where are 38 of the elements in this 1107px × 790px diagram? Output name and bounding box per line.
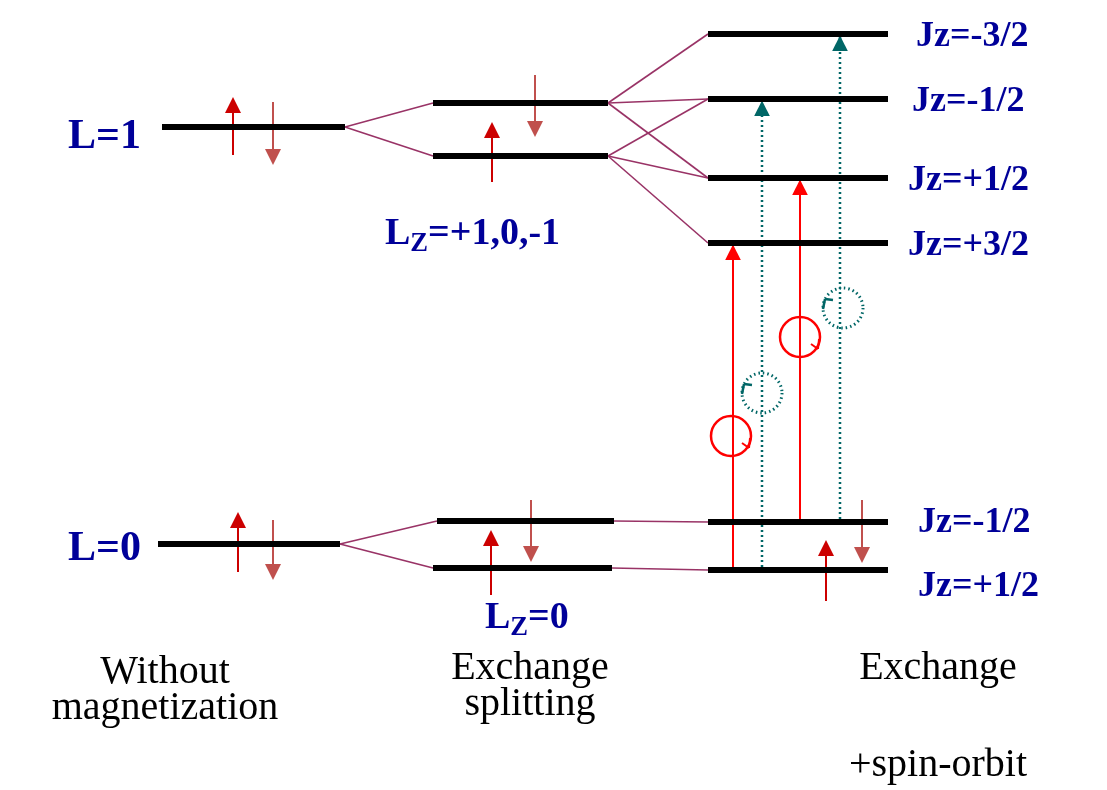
splitting-line bbox=[613, 520, 709, 523]
energy-level-bar bbox=[708, 519, 888, 525]
level-label: Jz=-3/2 bbox=[916, 16, 1029, 52]
splitting-line bbox=[607, 98, 709, 104]
level-label: Jz=-1/2 bbox=[918, 502, 1031, 538]
splitting-line bbox=[339, 520, 438, 545]
energy-level-bar bbox=[433, 100, 608, 106]
splitting-line bbox=[607, 155, 709, 244]
splitting-line bbox=[607, 102, 709, 179]
splitting-line bbox=[611, 567, 709, 571]
transition-arrow bbox=[725, 244, 741, 568]
level-label: Jz=+1/2 bbox=[918, 566, 1039, 602]
energy-level-bar bbox=[437, 518, 614, 524]
energy-level-bar bbox=[708, 96, 888, 102]
level-label: Jz=-1/2 bbox=[912, 81, 1025, 117]
energy-level-bar bbox=[708, 240, 888, 246]
level-label: L=1 bbox=[68, 113, 141, 155]
transition-arrow bbox=[832, 35, 848, 519]
energy-level-bar bbox=[162, 124, 345, 130]
energy-level-bar bbox=[708, 567, 888, 573]
splitting-line bbox=[607, 155, 709, 179]
level-label: L=0 bbox=[68, 525, 141, 567]
energy-level-bar bbox=[158, 541, 340, 547]
transition-arrow bbox=[792, 179, 808, 520]
splitting-line bbox=[607, 98, 709, 157]
energy-level-bar bbox=[708, 31, 888, 37]
level-label: Jz=+1/2 bbox=[908, 160, 1029, 196]
splitting-line bbox=[344, 102, 434, 128]
splitting-line bbox=[344, 126, 434, 157]
energy-level-bar bbox=[433, 153, 608, 159]
level-label: L$_{Z}$=0 bbox=[485, 596, 569, 640]
energy-level-bar bbox=[708, 175, 888, 181]
transition-arrow bbox=[754, 100, 770, 567]
energy-level-bar bbox=[433, 565, 612, 571]
splitting-line bbox=[339, 543, 434, 569]
splitting-line bbox=[607, 33, 709, 104]
level-label: Jz=+3/2 bbox=[908, 225, 1029, 261]
level-label: L$_{Z}$=+1,0,-1 bbox=[385, 212, 561, 256]
